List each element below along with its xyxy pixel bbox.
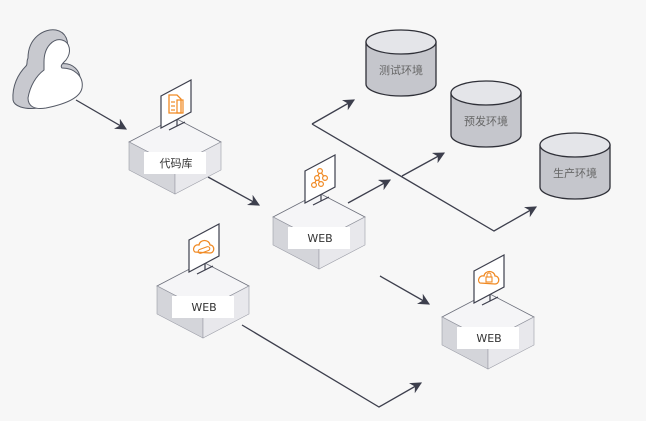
document-icon	[168, 94, 184, 114]
node-label-card	[144, 152, 206, 174]
node-web-left[interactable]: WEB	[156, 223, 250, 339]
database-label: 生产环境	[553, 166, 597, 180]
database-label: 测试环境	[379, 63, 423, 77]
node-label-card	[457, 327, 519, 349]
monitor-icon	[473, 254, 505, 306]
cloud-link-icon	[192, 239, 215, 254]
user-icon	[12, 29, 83, 109]
node-label-card	[172, 296, 234, 318]
branch-icon	[311, 168, 329, 189]
node-label: WEB	[476, 332, 501, 345]
database-body	[539, 144, 611, 200]
database-top	[365, 29, 437, 55]
database-body	[365, 41, 437, 97]
database-staging[interactable]: 预发环境	[450, 80, 522, 148]
arrow-to-test-env	[311, 99, 356, 125]
database-body	[450, 92, 522, 148]
node-label: WEB	[307, 232, 332, 245]
node-web-right[interactable]: WEB	[441, 254, 535, 370]
monitor-icon	[304, 154, 336, 206]
arrow-build-to-staging	[347, 179, 392, 204]
node-label-card	[288, 227, 350, 249]
database-production[interactable]: 生产环境	[539, 132, 611, 200]
database-test[interactable]: 测试环境	[365, 29, 437, 97]
database-top	[539, 132, 611, 158]
arrow-repo-to-build	[207, 176, 261, 206]
arrow-user-to-repo	[75, 99, 128, 130]
node-label: WEB	[191, 301, 216, 314]
arrow-to-production-env	[311, 123, 538, 232]
node-repo[interactable]: 代码库	[128, 79, 222, 195]
node-build[interactable]: WEB	[272, 154, 366, 270]
database-label: 预发环境	[464, 114, 508, 128]
monitor-icon	[160, 79, 192, 131]
arrow-web-left-out	[241, 324, 423, 408]
cloud-lock-icon	[477, 270, 500, 285]
arrow-build-to-staging-2	[401, 152, 446, 177]
arrow-build-to-web-right	[379, 275, 431, 305]
database-top	[450, 80, 522, 106]
node-label: 代码库	[160, 157, 193, 170]
